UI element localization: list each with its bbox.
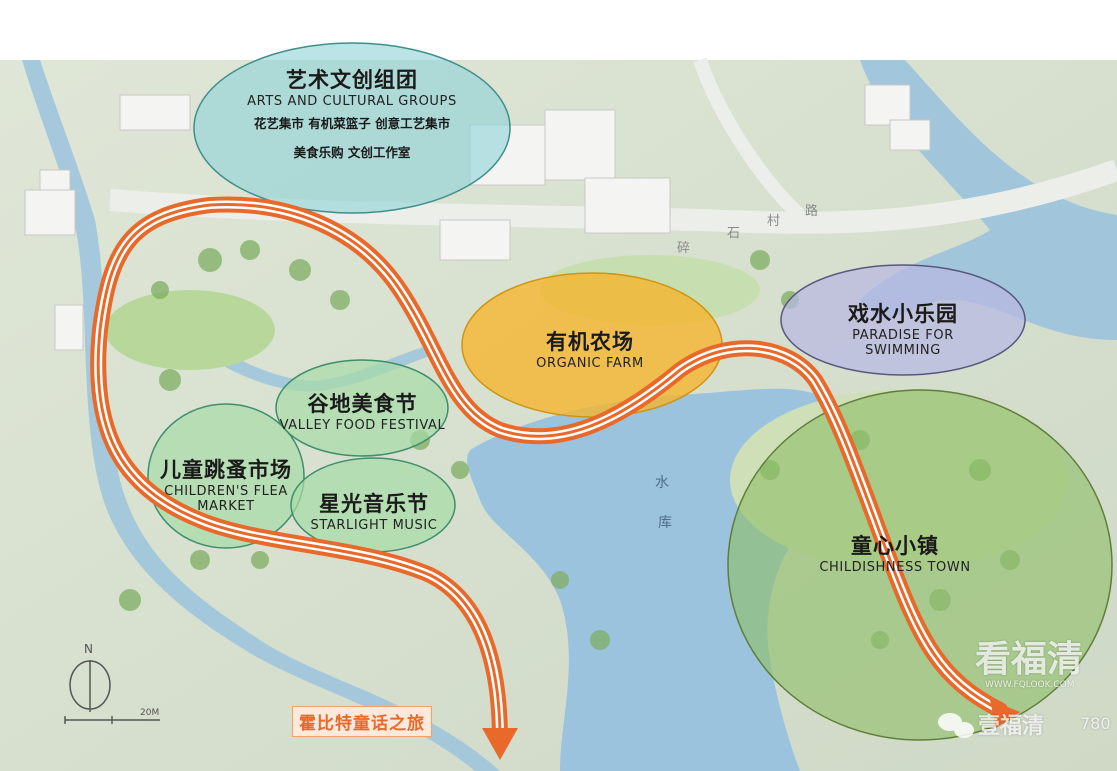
- route-arrow-end: [482, 728, 518, 760]
- zone-town-circle: [727, 389, 1113, 741]
- zone-food-subtitle: VALLEY FOOD FESTIVAL: [279, 418, 446, 433]
- zone-food-label: 谷地美食节 VALLEY FOOD FESTIVAL: [270, 388, 455, 433]
- route-arrow-town: [990, 700, 1020, 728]
- building: [24, 189, 76, 236]
- building: [889, 119, 931, 151]
- wechat-icon: [938, 713, 974, 738]
- reservoir-label-char: 库: [658, 515, 672, 531]
- zone-arts-items: 美食乐购 文创工作室: [293, 145, 411, 160]
- watermark-number: 780: [1080, 714, 1111, 733]
- zone-farm-title: 有机农场: [546, 330, 634, 354]
- watermark-brand: 看福清: [975, 639, 1084, 680]
- zone-town-subtitle: CHILDISHNESS TOWN: [819, 560, 971, 575]
- zone-music-title: 星光音乐节: [319, 492, 429, 516]
- zone-flea-subtitle: CHILDREN'S FLEA: [164, 484, 288, 499]
- watermark-account: 壹福清: [978, 714, 1045, 739]
- zone-music-label: 星光音乐节 STARLIGHT MUSIC: [296, 488, 452, 533]
- north-road: [693, 57, 805, 221]
- route-path: [90, 196, 1008, 748]
- road-label-char: 碎: [677, 241, 691, 256]
- road-label-char: 村: [767, 214, 781, 229]
- zone-swim-subtitle: SWIMMING: [865, 343, 941, 358]
- north-label: N: [84, 642, 93, 656]
- zone-town-label: 童心小镇 CHILDISHNESS TOWN: [805, 530, 985, 575]
- building: [439, 219, 511, 261]
- building: [119, 94, 191, 131]
- zone-flea-title: 儿童跳蚤市场: [160, 458, 292, 482]
- zone-arts-subtitle: ARTS AND CULTURAL GROUPS: [247, 94, 457, 109]
- zone-food-title: 谷地美食节: [307, 392, 418, 416]
- zone-swim-label: 戏水小乐园 PARADISE FOR SWIMMING: [818, 298, 988, 358]
- zone-swim-subtitle: PARADISE FOR: [852, 328, 954, 343]
- zone-food-circle: [275, 359, 449, 457]
- zone-music-subtitle: STARLIGHT MUSIC: [310, 518, 438, 533]
- zone-swim-title: 戏水小乐园: [848, 302, 958, 326]
- zone-arts-title: 艺术文创组团: [286, 68, 418, 92]
- top-margin: [0, 0, 1117, 60]
- zone-arts-circle: [193, 42, 511, 214]
- scale-bar: [64, 716, 160, 724]
- road-label-char: 路: [805, 204, 819, 219]
- zone-town-title: 童心小镇: [851, 534, 939, 558]
- building: [54, 304, 84, 351]
- route-inner: [96, 202, 1002, 742]
- scale-label: 20M: [140, 708, 160, 718]
- zone-farm-subtitle: ORGANIC FARM: [536, 356, 644, 371]
- route-label: 霍比特童话之旅: [292, 706, 432, 737]
- zone-arts-label: 艺术文创组团 ARTS AND CULTURAL GROUPS 花艺集市 有机菜…: [212, 64, 492, 161]
- north-arrow: [69, 660, 111, 712]
- watermark-url: WWW.FQLOOK.COM: [985, 680, 1075, 690]
- building: [39, 169, 71, 191]
- reservoir-label-char: 水: [655, 475, 669, 491]
- zone-farm-label: 有机农场 ORGANIC FARM: [505, 326, 675, 371]
- zone-flea-subtitle: MARKET: [197, 499, 255, 514]
- zone-arts-items: 花艺集市 有机菜篮子 创意工艺集市: [253, 116, 451, 131]
- lawn: [105, 290, 275, 370]
- zone-swim-circle: [780, 264, 1026, 376]
- building: [584, 177, 671, 234]
- road-label-char: 石: [727, 226, 741, 241]
- zone-flea-label: 儿童跳蚤市场 CHILDREN'S FLEA MARKET: [146, 454, 306, 514]
- building: [544, 109, 616, 181]
- building: [864, 84, 911, 126]
